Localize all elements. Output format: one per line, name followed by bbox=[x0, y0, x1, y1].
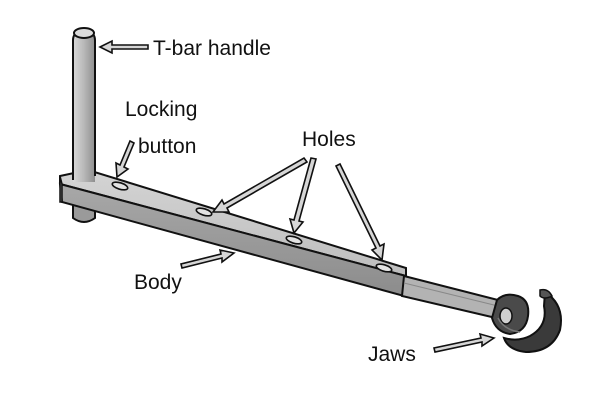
pointer-arrows bbox=[98, 39, 496, 353]
arrow-locking-button bbox=[115, 139, 136, 179]
hole-1 bbox=[195, 207, 213, 217]
label-locking-button-line1: Locking bbox=[125, 98, 197, 121]
arrow-body bbox=[180, 248, 236, 269]
locking-button bbox=[111, 181, 129, 191]
extension-tube bbox=[400, 274, 500, 320]
label-holes: Holes bbox=[302, 128, 356, 151]
holes bbox=[195, 207, 393, 273]
hole-3 bbox=[375, 263, 393, 273]
label-locking-button-line2: button bbox=[138, 135, 196, 158]
label-jaws: Jaws bbox=[368, 343, 416, 366]
label-body: Body bbox=[134, 271, 182, 294]
arrow-hole-1 bbox=[211, 156, 309, 213]
label-t-bar-handle: T-bar handle bbox=[153, 37, 271, 60]
jaws bbox=[490, 288, 562, 354]
wrench-body bbox=[58, 160, 408, 298]
hole-2 bbox=[285, 235, 303, 245]
arrow-jaws bbox=[433, 332, 496, 353]
arrow-hole-2 bbox=[288, 157, 317, 235]
arrow-t-bar-handle bbox=[98, 39, 149, 55]
arrow-hole-3 bbox=[334, 162, 385, 262]
